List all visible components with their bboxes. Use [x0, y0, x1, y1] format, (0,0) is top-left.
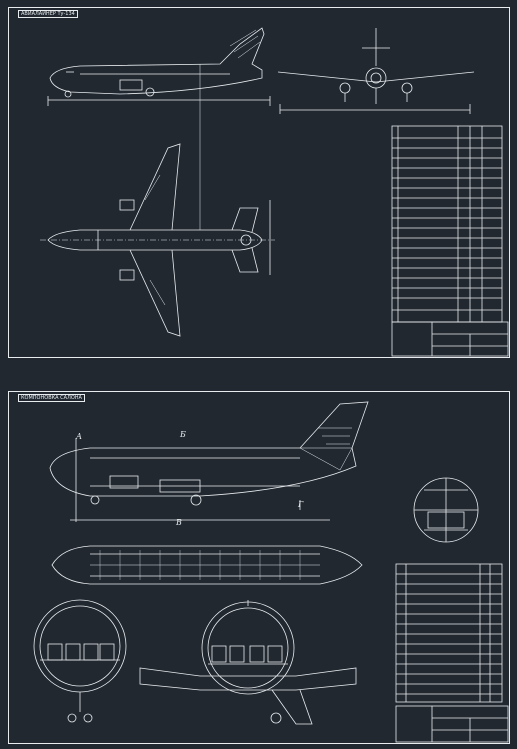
- title-block-1: [391, 321, 509, 357]
- title-block-2: [395, 705, 509, 743]
- aircraft-front-view: [277, 28, 475, 114]
- aircraft-side-view: [47, 27, 271, 106]
- sheet-2-title-stamp: КОМПОНОВКА САЛОНА: [18, 394, 85, 402]
- fuselage-cross-section: [413, 477, 479, 543]
- sheet-1-title-stamp: АВИАЛАЙНЕР Ту-134: [18, 10, 78, 18]
- specification-table-2: [395, 563, 503, 703]
- section-label-a: А: [76, 432, 83, 441]
- specification-table-1: [391, 125, 503, 323]
- cabin-cross-section-left: [33, 599, 127, 723]
- section-label-v: В: [176, 518, 182, 527]
- aircraft-top-view: [40, 64, 275, 337]
- section-label-b: Б: [180, 430, 186, 439]
- section-label-g: Г: [298, 500, 304, 509]
- cutaway-side-view: [49, 401, 369, 522]
- cabin-cross-section-wing: [139, 600, 357, 725]
- drawing-sheet-2: [8, 391, 510, 744]
- drawing-sheet-1: [8, 7, 510, 358]
- cabin-layout-plan: [51, 545, 363, 585]
